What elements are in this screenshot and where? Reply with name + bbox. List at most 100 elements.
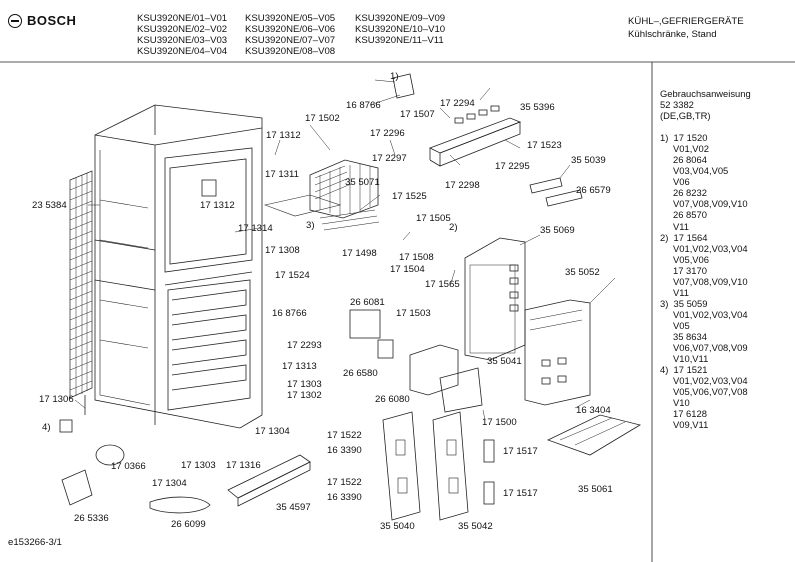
sidebar-line: 35 8634: [660, 330, 707, 342]
part-label: 17 1304: [152, 478, 187, 489]
part-label: 17 1503: [396, 308, 431, 319]
model-number: KSU3920NE/07–V07: [245, 35, 336, 46]
side-panel: [99, 150, 151, 406]
part-label: 1): [390, 71, 399, 82]
sidebar-line: (DE,GB,TR): [660, 110, 711, 122]
part-label: 26 5336: [74, 513, 109, 524]
label-strips: [529, 177, 583, 207]
model-number: KSU3920NE/11–V11: [355, 35, 444, 46]
part-label: 35 5039: [571, 155, 606, 166]
sidebar-line: V03,V04,V05: [660, 165, 729, 177]
part-label: 3): [306, 220, 315, 231]
part-label: 35 5041: [487, 356, 522, 367]
bosch-logo-icon: [8, 14, 22, 28]
part-label: 17 1312: [266, 130, 301, 141]
part-label: 17 0366: [111, 461, 146, 472]
model-number: KSU3920NE/05–V05: [245, 13, 336, 24]
part-label: 35 5069: [540, 225, 575, 236]
part-label: 35 5396: [520, 102, 555, 113]
sidebar-line: V11: [660, 286, 690, 298]
sidebar-line: [660, 121, 751, 132]
door-liner-35-5040: [382, 411, 421, 521]
sidebar-line: 2) 17 1564: [660, 231, 708, 243]
document-code: e153266-3/1: [8, 537, 62, 548]
part-label: 17 1498: [342, 248, 377, 259]
part-label: 16 8766: [272, 308, 307, 319]
part-label: 17 2297: [372, 153, 407, 164]
sidebar-line: 4) 17 1521: [660, 364, 708, 376]
sidebar-line: V11: [660, 220, 690, 232]
condenser-grille: [69, 170, 93, 399]
model-list-col3: KSU3920NE/09–V09 KSU3920NE/10–V10 KSU392…: [355, 13, 445, 46]
part-label: 17 1500: [482, 417, 517, 428]
part-label: 17 1316: [226, 460, 261, 471]
part-label: 17 1525: [392, 191, 427, 202]
sidebar-line: V05: [660, 319, 690, 331]
part-label: 23 5384: [32, 200, 67, 211]
part-label: 35 5071: [345, 177, 380, 188]
top-control-strip: [392, 73, 522, 167]
sidebar-line: 17 6128: [660, 408, 707, 420]
model-number: KSU3920NE/08–V08: [245, 46, 336, 57]
part-label: 16 8766: [346, 100, 381, 111]
sidebar-line: V07,V08,V09,V10: [660, 198, 748, 210]
category-subtitle: Kühlschränke, Stand: [628, 29, 717, 40]
control-box: [349, 309, 483, 413]
part-label: 17 1524: [275, 270, 310, 281]
sidebar-line: V01,V02,V03,V04: [660, 242, 748, 254]
part-label: 17 1507: [400, 109, 435, 120]
model-number: KSU3920NE/09–V09: [355, 13, 446, 24]
model-number: KSU3920NE/04–V04: [137, 46, 228, 57]
part-label: 17 1306: [39, 394, 74, 405]
sidebar-line: 1) 17 1520: [660, 132, 708, 144]
model-number: KSU3920NE/10–V10: [355, 24, 446, 35]
handle-35-4597: [227, 454, 311, 507]
door-panel-35-5052: [524, 299, 591, 406]
part-label: 35 5040: [380, 521, 415, 532]
sidebar-line: V06,V07,V08,V09: [660, 342, 748, 354]
shelf-35-5061: [546, 414, 642, 456]
part-label: 17 1523: [527, 140, 562, 151]
part-label: 2): [449, 222, 458, 233]
sidebar-line: 26 8570: [660, 209, 707, 221]
part-label: 17 1312: [200, 200, 235, 211]
door-liner-35-5042: [432, 411, 469, 521]
part-label: 17 1313: [282, 361, 317, 372]
part-label: 17 1502: [305, 113, 340, 124]
sidebar-line: V01,V02: [660, 143, 709, 155]
part-label: 17 1303: [287, 379, 322, 390]
sidebar-line: 26 8232: [660, 187, 707, 199]
door-panel-35-5069: [464, 237, 526, 361]
part-label: 17 1304: [255, 426, 290, 437]
sidebar-line: 3) 35 5059: [660, 297, 708, 309]
part-label: 26 6580: [343, 368, 378, 379]
model-number: KSU3920NE/06–V06: [245, 24, 336, 35]
part-label: 17 1311: [265, 169, 299, 180]
model-number: KSU3920NE/03–V03: [137, 35, 228, 46]
part-label: 16 3390: [327, 492, 362, 503]
sidebar-line: 17 3170: [660, 264, 707, 276]
sidebar-line: Gebrauchsanweisung: [660, 88, 751, 99]
part-label: 26 6579: [576, 185, 611, 196]
part-label: 17 1522: [327, 477, 362, 488]
model-number: KSU3920NE/01–V01: [137, 13, 228, 24]
part-label: 17 2296: [370, 128, 405, 139]
model-number: KSU3920NE/02–V02: [137, 24, 228, 35]
part-label: 17 1314: [238, 223, 273, 234]
sidebar-line: V10,V11: [660, 353, 709, 365]
part-label: 35 5042: [458, 521, 493, 532]
part-label: 17 2295: [495, 161, 530, 172]
brand-name: BOSCH: [27, 13, 77, 28]
sidebar-line: V05,V06,V07,V08: [660, 386, 748, 398]
evaporator: [263, 159, 380, 231]
sidebar-line: V10: [660, 397, 690, 409]
part-label: 17 1303: [181, 460, 216, 471]
sidebar-line: V05,V06: [660, 253, 709, 265]
part-label: 17 1522: [327, 430, 362, 441]
part-label: 26 6081: [350, 297, 385, 308]
sidebar-line: V09,V11: [660, 419, 709, 431]
part-label: 16 3390: [327, 445, 362, 456]
